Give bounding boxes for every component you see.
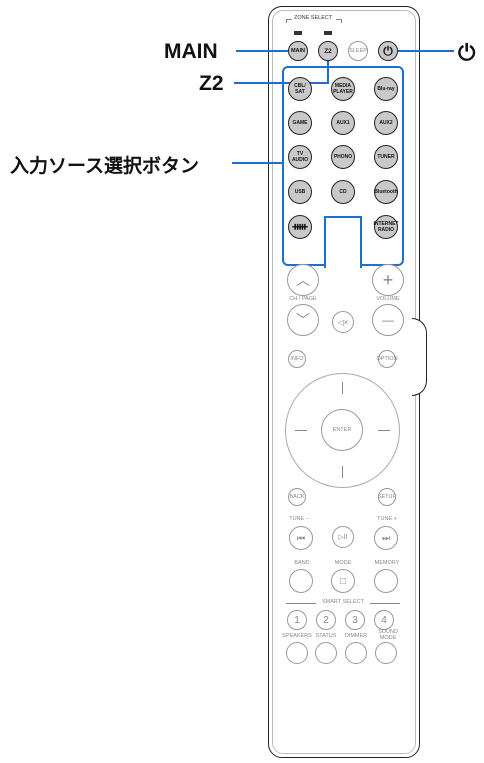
main-leader-line (236, 50, 288, 52)
dpad-right-mark (378, 430, 390, 431)
sound-mode-label: SOUND MODE (378, 629, 398, 641)
ch-page-label: CH / PAGE (289, 296, 317, 302)
dpad-down-mark (342, 466, 343, 478)
z2-leader-v (327, 61, 329, 84)
status-label: STATUS (315, 633, 337, 639)
main-zone-led (294, 31, 302, 35)
speakers-label: SPEAKERS (282, 633, 312, 639)
zone-line-right (336, 19, 342, 20)
dimmer-button[interactable] (345, 642, 367, 664)
smart-line-right (370, 603, 400, 604)
zone-tick-right (341, 19, 342, 23)
ch-page-up-button[interactable]: ︿ (287, 264, 319, 296)
sleep-button[interactable]: SLEEP (348, 41, 368, 61)
ch-page-down-button[interactable]: ﹀ (287, 304, 319, 336)
band-button[interactable] (289, 569, 313, 593)
main-callout: MAIN (164, 40, 218, 63)
dpad-left-mark (295, 430, 307, 431)
power-callout-icon: ⏻ (458, 40, 476, 65)
smart-select-2-button[interactable]: 2 (316, 610, 336, 630)
input-buttons-notch (324, 216, 362, 268)
z2-button[interactable]: Z2 (318, 41, 338, 61)
phono-button[interactable]: PHONO (331, 145, 355, 169)
power-button[interactable]: ⏻ (378, 41, 398, 61)
quick-select-button[interactable]: ᚔ (288, 215, 312, 239)
remote-side-wheel (412, 318, 427, 396)
game-button[interactable]: GAME (288, 111, 312, 135)
mode-label: MODE (334, 560, 352, 566)
dimmer-label: DIMMER (344, 633, 368, 639)
band-label: BAND (294, 560, 310, 566)
zone-line-left (286, 19, 292, 20)
smart-select-label: SMART SELECT (322, 599, 364, 605)
memory-label: MEMORY (374, 560, 400, 566)
z2-callout: Z2 (199, 72, 224, 95)
bluetooth-button[interactable]: Bluetooth (374, 180, 398, 204)
power-leader-line (398, 50, 454, 52)
tv-audio-button[interactable]: TV AUDIO (288, 145, 312, 169)
z2-zone-led (324, 31, 332, 35)
prev-button[interactable]: ⏮ (289, 526, 313, 550)
volume-label: VOLUME (376, 296, 400, 302)
zone-select-label: ZONE SELECT (294, 15, 333, 21)
zone-tick-left (286, 19, 287, 23)
setup-button[interactable]: SETUP (378, 488, 396, 506)
volume-down-button[interactable]: — (372, 304, 404, 336)
back-button[interactable]: BACK (288, 488, 306, 506)
dpad-up-mark (342, 382, 343, 394)
cbl-sat-button[interactable]: CBL/ SAT (288, 77, 312, 101)
internet-radio-button[interactable]: INTERNET RADIO (374, 215, 399, 239)
media-player-button[interactable]: MEDIA PLAYER (331, 77, 355, 101)
speakers-button[interactable] (286, 642, 308, 664)
sound-mode-button[interactable] (375, 642, 397, 664)
memory-button[interactable] (374, 569, 398, 593)
mute-button[interactable]: ◁× (332, 311, 354, 333)
main-button[interactable]: MAIN (288, 41, 308, 61)
volume-up-button[interactable]: + (372, 264, 404, 296)
input-leader-line (232, 162, 282, 164)
smart-select-4-button[interactable]: 4 (374, 610, 394, 630)
aux2-button[interactable]: AUX2 (374, 111, 398, 135)
smart-select-3-button[interactable]: 3 (345, 610, 365, 630)
info-button[interactable]: INFO (288, 350, 306, 368)
play-pause-button[interactable]: ▷II (332, 526, 354, 548)
smart-line-left (286, 603, 316, 604)
cd-button[interactable]: CD (331, 180, 355, 204)
option-button[interactable]: OPTION (376, 350, 398, 368)
mode-button[interactable]: □ (331, 569, 355, 593)
tuner-button[interactable]: TUNER (374, 145, 398, 169)
status-button[interactable] (315, 642, 337, 664)
tune-minus-label: TUNE – (289, 516, 309, 522)
tune-plus-label: TUNE + (377, 516, 397, 522)
input-select-callout: 入力ソース選択ボタン (10, 156, 200, 177)
z2-leader-h (234, 82, 328, 84)
aux1-button[interactable]: AUX1 (331, 111, 355, 135)
next-button[interactable]: ⏭ (374, 526, 398, 550)
enter-button[interactable]: ENTER (321, 409, 363, 451)
usb-button[interactable]: USB (288, 180, 312, 204)
smart-select-1-button[interactable]: 1 (287, 610, 307, 630)
blu-ray-button[interactable]: Blu-ray (374, 77, 398, 101)
